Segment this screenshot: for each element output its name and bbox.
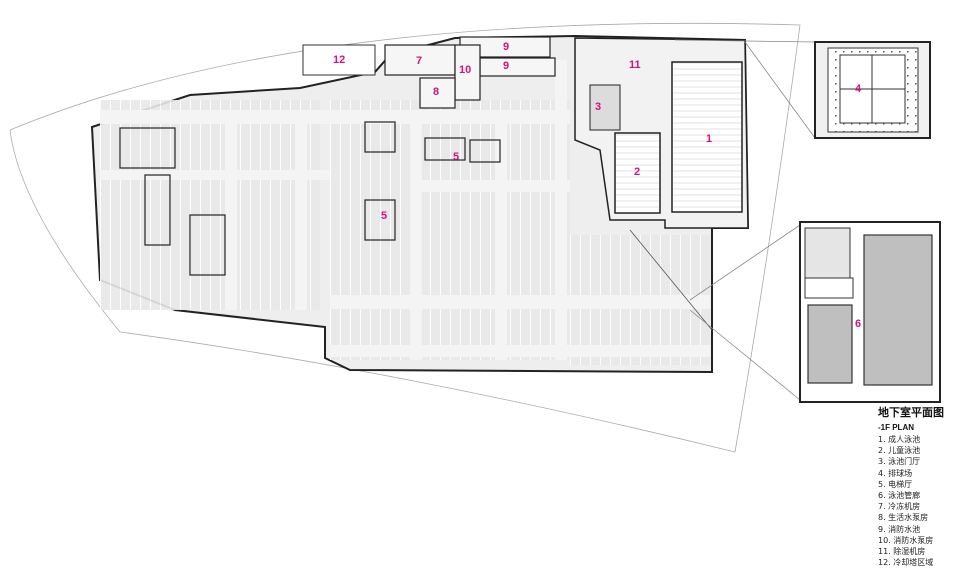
room-label-9b: 9: [503, 60, 509, 72]
room-label-10: 10: [459, 64, 471, 76]
room-label-4: 4: [855, 83, 862, 95]
legend-item: 5. 电梯厅: [878, 479, 913, 489]
legend-item: 11. 除湿机房: [878, 547, 926, 557]
building-cores: [119, 121, 501, 276]
cooling-tower-area: [302, 44, 376, 76]
legend: 地下室平面图 -1F PLAN 1. 成人泳池 2. 儿童泳池 3. 泳池门厅 …: [878, 406, 958, 568]
legend-item: 7. 冷冻机房: [878, 502, 921, 512]
legend-item: 1. 成人泳池: [878, 435, 921, 444]
parking-zone-center: [330, 100, 570, 360]
room-label-2: 2: [634, 166, 640, 178]
room-label-9a: 9: [503, 41, 509, 53]
room-label-7: 7: [416, 55, 422, 67]
room-label-1: 1: [706, 133, 712, 145]
room-labels: 1 2 3 4 5 5 6 7 8 9 9 10 11 12: [333, 41, 862, 330]
room-label-12: 12: [333, 54, 345, 66]
site-boundary: [9, 22, 801, 453]
callout-lines: [674, 39, 816, 401]
legend-item: 2. 儿童泳池: [878, 446, 921, 456]
room-label-5b: 5: [381, 210, 387, 222]
legend-item: 3. 泳池门厅: [878, 457, 921, 467]
adult-pool: [671, 61, 743, 213]
legend-item: 9. 消防水池: [878, 524, 921, 534]
pool-gallery-detail: [799, 221, 941, 403]
legend-subtitle: -1F PLAN: [878, 423, 914, 432]
pool-foyer: [589, 84, 621, 131]
room-label-6: 6: [855, 318, 861, 330]
room-label-11: 11: [629, 59, 641, 71]
legend-item: 4. 排球场: [878, 468, 913, 478]
room-label-8: 8: [433, 86, 439, 98]
room-label-3: 3: [595, 101, 601, 113]
legend-item: 12. 冷却塔区域: [878, 558, 934, 568]
legend-item: 10. 消防水泵房: [878, 535, 934, 545]
volleyball-detail: [814, 41, 931, 139]
room-label-5a: 5: [453, 151, 459, 163]
legend-list: 1. 成人泳池 2. 儿童泳池 3. 泳池门厅 4. 排球场 5. 电梯厅 6.…: [878, 434, 958, 568]
legend-item: 8. 生活水泵房: [878, 513, 929, 523]
legend-item: 6. 泳池管廊: [878, 491, 921, 501]
parking-zone-west: [100, 100, 320, 310]
drive-aisles: [100, 60, 710, 360]
legend-title: 地下室平面图: [878, 406, 944, 419]
children-pool: [614, 132, 661, 214]
